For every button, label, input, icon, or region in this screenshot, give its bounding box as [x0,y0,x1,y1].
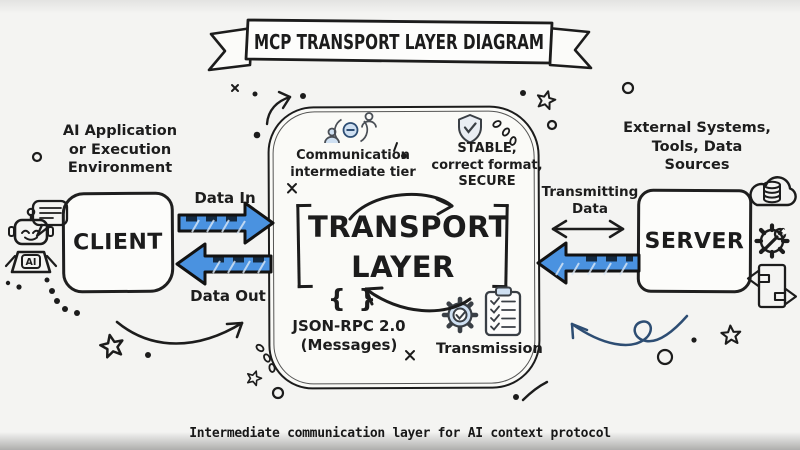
doodle-arrow-top-left [265,90,292,126]
diagram-caption: Intermediate communication layer for AI … [189,426,611,441]
oval-doodles [255,120,517,373]
transmitting-data-label: Transmitting Data [541,184,639,218]
data-out-label: Data Out [190,287,266,305]
gear-check-icon [441,296,479,334]
banner-band [244,18,554,65]
clipboard-checklist-icon [484,286,522,337]
cycle-arrow-top [348,192,454,221]
title-banner: MCP TRANSPORT LAYER DIAGRAM [207,18,593,72]
data-in-label: Data In [194,189,256,207]
server-inbound-arrow [536,241,641,285]
cloud-database-icon [749,176,797,207]
doodle-arrow-bottom-left [115,320,244,345]
circle-doodles [31,81,674,400]
robot-badge: AI [26,257,37,268]
transmitting-arrow [551,219,625,239]
cycle-arrow-bottom [364,286,472,313]
data-out-arrow [175,242,273,286]
sparkle-doodles [231,84,415,361]
client-description: AI Application or Execution Environment [62,123,178,177]
gear-check-clipboard-icons [441,286,522,337]
transmission-label: Transmission [436,341,543,357]
doodle-loop-arrow-bottom-right [570,314,689,347]
communication-note: Communication intermediate tier [290,148,416,180]
data-in-arrow [177,201,275,245]
document-sync-icon [746,263,798,309]
shield-check-icon [458,114,482,144]
ai-robot-icon: AI [4,207,58,274]
server-side-icons [746,176,798,309]
json-rpc-note: JSON-RPC 2.0 (Messages) [292,317,406,355]
server-description: External Systems, Tools, Data Sources [623,120,771,174]
page-title: MCP TRANSPORT LAYER DIAGRAM [254,30,544,54]
dot-doodles [5,90,697,400]
quality-note: STABLE, correct format, SECURE [431,141,543,190]
communication-sync-icon [324,112,377,144]
doodle-arc-bottom [521,380,549,402]
gear-wrench-icon [754,223,790,259]
star-doodles [99,90,742,387]
speech-bubble-icon [31,199,69,238]
transport-layer-title: TRANSPORT LAYER [308,210,509,285]
